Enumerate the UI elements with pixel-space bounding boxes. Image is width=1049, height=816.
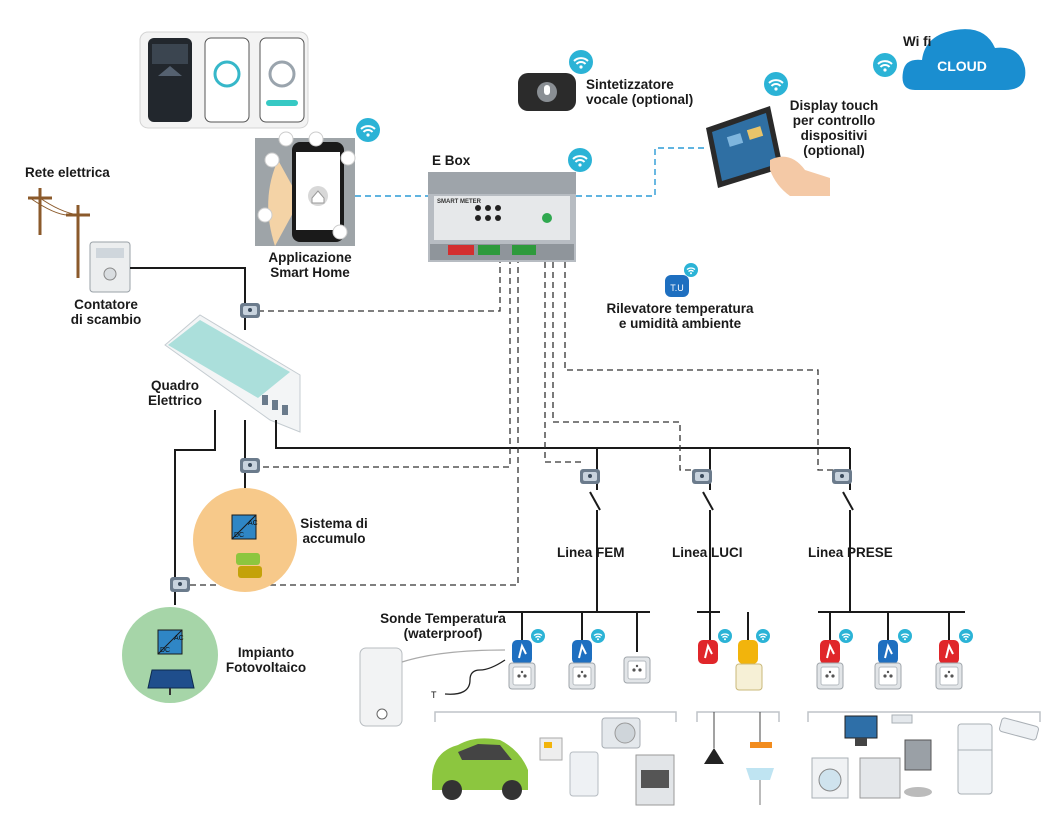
socket-prese-2-icon xyxy=(874,662,902,690)
air-conditioner-image xyxy=(601,717,641,749)
wifi-fem-2-icon xyxy=(590,628,606,644)
exchange-meter-image xyxy=(89,241,131,293)
app-wifi-icon xyxy=(355,117,381,143)
fotovoltaico-circle xyxy=(122,607,218,703)
linea-luci-label: Linea LUCI xyxy=(672,545,743,560)
wifi-luci-2-icon xyxy=(755,628,771,644)
ac-label-1: AC xyxy=(248,520,258,527)
washing-machine-image xyxy=(811,757,849,799)
appliance-brackets xyxy=(434,711,1041,722)
dehumidifier-image xyxy=(569,751,599,797)
wifi-prese-3-icon xyxy=(958,628,974,644)
water-heater-image xyxy=(359,647,506,727)
clamp-meter-icon xyxy=(240,303,260,318)
floor-lamp-image xyxy=(746,712,774,805)
sonde-label: Sonde Temperatura(waterproof) xyxy=(380,611,506,641)
inverter-accumulo-icon xyxy=(231,514,262,578)
clamp-fem-icon xyxy=(580,469,600,484)
clamp-luci-icon xyxy=(692,469,712,484)
touch-display-image xyxy=(706,106,830,196)
switch-luci-1-icon xyxy=(697,639,719,665)
linea-fem-label: Linea FEM xyxy=(557,545,625,560)
ac-label-2: AC xyxy=(174,635,184,642)
coffee-machine-image xyxy=(904,739,932,797)
switch-luci-2-icon xyxy=(735,640,763,691)
wifi-luci-1-icon xyxy=(717,628,733,644)
switch-prese-2-icon xyxy=(877,639,899,665)
wifi-label: Wi fi xyxy=(903,34,932,49)
electrical-panel-image xyxy=(164,314,301,433)
smart-home-app-image xyxy=(255,131,356,246)
cloud-label: CLOUD xyxy=(937,58,987,74)
wifi-prese-2-icon xyxy=(897,628,913,644)
ebox-device xyxy=(428,172,576,262)
ebox-wifi-icon xyxy=(567,147,593,173)
app-screenshots-image xyxy=(139,31,309,129)
ac-unit-2-image xyxy=(891,714,1039,741)
socket-fem-2-icon xyxy=(568,662,596,690)
rete-elettrica-label: Rete elettrica xyxy=(25,165,110,180)
switch-prese-1-icon xyxy=(819,639,841,665)
fridge-image xyxy=(957,723,993,795)
control-lines xyxy=(190,262,835,586)
wifi-fem-1-icon xyxy=(530,628,546,644)
wifi-icon xyxy=(872,52,898,78)
dc-label-2: DC xyxy=(160,647,170,654)
switch-prese-3-icon xyxy=(938,639,960,665)
socket-fem-3-icon xyxy=(623,656,651,684)
switch-fem-2-icon xyxy=(571,639,593,665)
dishwasher-image xyxy=(859,757,901,799)
tu-label: T.U xyxy=(670,283,684,293)
accumulo-circle xyxy=(193,488,297,592)
sensor-wifi-icon xyxy=(683,262,699,278)
linea-prese-label: Linea PRESE xyxy=(808,545,893,560)
wifi-prese-1-icon xyxy=(838,628,854,644)
inverter-fv-icon xyxy=(157,629,183,655)
socket-prese-1-icon xyxy=(816,662,844,690)
smart-meter-label: SMART METER xyxy=(437,199,482,205)
charger-image xyxy=(539,737,563,761)
solar-panel-icon xyxy=(147,669,195,695)
ebox-label: E Box xyxy=(432,153,471,168)
wifi-links xyxy=(355,147,706,197)
clamp-prese-icon xyxy=(832,469,852,484)
socket-prese-3-icon xyxy=(935,662,963,690)
tv-image xyxy=(844,715,878,746)
synth-wifi-icon xyxy=(568,49,594,75)
socket-fem-1-icon xyxy=(508,662,536,690)
switch-fem-1-icon xyxy=(511,639,533,665)
clamp-accumulo-icon xyxy=(240,458,260,473)
oven-image xyxy=(635,754,675,806)
dc-label-1: DC xyxy=(234,532,244,539)
electric-car-image xyxy=(432,738,528,800)
utility-pole-icon xyxy=(28,188,90,278)
pendant-lamp-image xyxy=(704,712,724,764)
t-probe-label: T xyxy=(431,690,437,700)
voice-synthesizer-image xyxy=(518,73,576,111)
clamp-fv-icon xyxy=(170,577,190,592)
cloud-icon xyxy=(902,29,1026,90)
th-sensor-icon xyxy=(665,275,689,297)
display-wifi-icon xyxy=(763,71,789,97)
